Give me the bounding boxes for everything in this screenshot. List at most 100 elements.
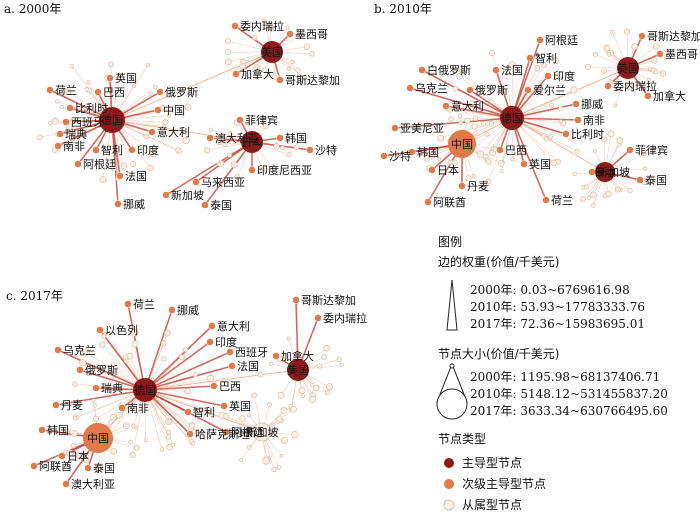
country-node (572, 100, 580, 108)
subordinate-node (131, 340, 139, 348)
subordinate-node (447, 159, 453, 165)
subordinate-node (65, 139, 73, 147)
country-node (574, 116, 582, 124)
subordinate-node (550, 159, 557, 166)
node-label: 马来西亚 (201, 176, 245, 189)
subordinate-node (280, 436, 288, 445)
country-node (54, 346, 62, 354)
node-label: 阿联酋 (39, 459, 72, 473)
subordinate-node (642, 166, 648, 171)
subordinate-node (286, 336, 291, 341)
country-node (442, 102, 450, 110)
edge-de (99, 329, 146, 391)
panel-2000: a. 2000年 荷兰英国巴西俄罗斯比利时中国西班牙瑞典意大利南非智利印度阿根廷… (4, 2, 340, 212)
country-node (206, 338, 214, 346)
subordinate-node (120, 162, 128, 169)
country-node (222, 428, 230, 436)
subordinate-node (290, 406, 297, 413)
edge-weight-wedge-icon (446, 279, 458, 331)
hub-node (252, 422, 272, 442)
country-node (66, 104, 74, 112)
subordinate-node (36, 134, 43, 141)
legend-node-row-2017: 2017年: 3633.34~630766495.60 (470, 404, 668, 418)
subordinate-node (300, 393, 306, 398)
subordinate-node (91, 398, 96, 403)
subordinate-node (300, 74, 307, 81)
country-node (210, 382, 218, 390)
subordinate-node (642, 152, 647, 157)
subordinate-node (280, 145, 285, 151)
subordinate-node (92, 403, 97, 408)
nodes-layer (30, 296, 322, 488)
legend-type-dominant: 主导型节点 (462, 456, 522, 470)
subordinate-node (601, 136, 608, 143)
subordinate-node (122, 422, 130, 430)
subordinate-node (277, 391, 285, 399)
subordinate-node (191, 441, 196, 446)
node-label: 韩国 (285, 131, 307, 145)
edge-de (409, 87, 513, 119)
country-node (314, 314, 322, 322)
hub-node (448, 130, 476, 158)
subordinate-node (92, 415, 100, 422)
subordinate-node (471, 123, 478, 130)
edge-de (144, 351, 231, 391)
country-node (458, 182, 466, 190)
legend-edge-row-2010: 2010年: 53.93~17783333.76 (470, 300, 645, 314)
subordinate-node (110, 448, 118, 455)
hub-link (111, 119, 253, 143)
subordinate-node (184, 103, 192, 111)
country-node (272, 352, 280, 360)
edge-jp (204, 141, 253, 206)
node-label: 泰国 (210, 198, 232, 212)
node-label: 印度 (137, 143, 159, 157)
subordinate-node (73, 415, 78, 421)
country-node (76, 366, 84, 374)
subordinate-node (110, 369, 115, 375)
labels-layer: 白俄罗斯阿根廷乌克兰智利法国印度俄罗斯爱尔兰意大利挪威亚美尼亚南非比利时巴西英国… (389, 29, 700, 209)
hub-label: 德国 (134, 383, 156, 397)
legend-node-row-2000: 2000年: 1195.98~68137406.71 (470, 370, 660, 384)
subordinate-node (469, 100, 475, 106)
subordinate-node (473, 134, 479, 140)
subordinate-node (84, 86, 89, 92)
subordinate-node (592, 149, 597, 154)
subordinate-node (143, 437, 148, 442)
subordinate-node (309, 51, 315, 57)
subordinate-node (452, 86, 459, 92)
subordinate-node (298, 32, 304, 39)
subordinate-node (160, 340, 167, 346)
legend-type-heading: 节点类型 (438, 432, 486, 446)
node-label: 日本 (437, 163, 459, 177)
subordinate-node (230, 161, 238, 169)
hub-label: 美国 (261, 46, 283, 59)
subordinate-node (548, 134, 553, 139)
subordinate-node (488, 120, 495, 126)
subordinate-node (257, 371, 264, 378)
edge-de (111, 119, 119, 205)
node-label: 印度 (553, 69, 575, 83)
hub-link (511, 67, 629, 119)
subordinate-node (226, 152, 232, 158)
subordinate-node (465, 175, 472, 182)
subordinate-node (616, 136, 624, 144)
node-label: 韩国 (417, 145, 439, 159)
hub-label: 美国 (617, 62, 639, 75)
subordinate-node (239, 63, 246, 70)
subordinate-node (96, 464, 104, 471)
subordinate-node (220, 138, 225, 143)
node-label: 乌克兰 (63, 343, 96, 357)
edge-de (421, 69, 513, 119)
legend-type-subordinate: 从属型节点 (462, 498, 522, 512)
node-label: 法国 (237, 359, 259, 373)
subordinate-node (47, 121, 53, 126)
subordinate-node (268, 361, 274, 366)
country-node (231, 22, 239, 30)
country-node (208, 322, 216, 330)
subordinate-node (267, 402, 272, 407)
country-node (536, 36, 544, 44)
subordinate-node (271, 466, 277, 472)
country-node (56, 130, 64, 138)
subordinate-node (128, 439, 134, 445)
